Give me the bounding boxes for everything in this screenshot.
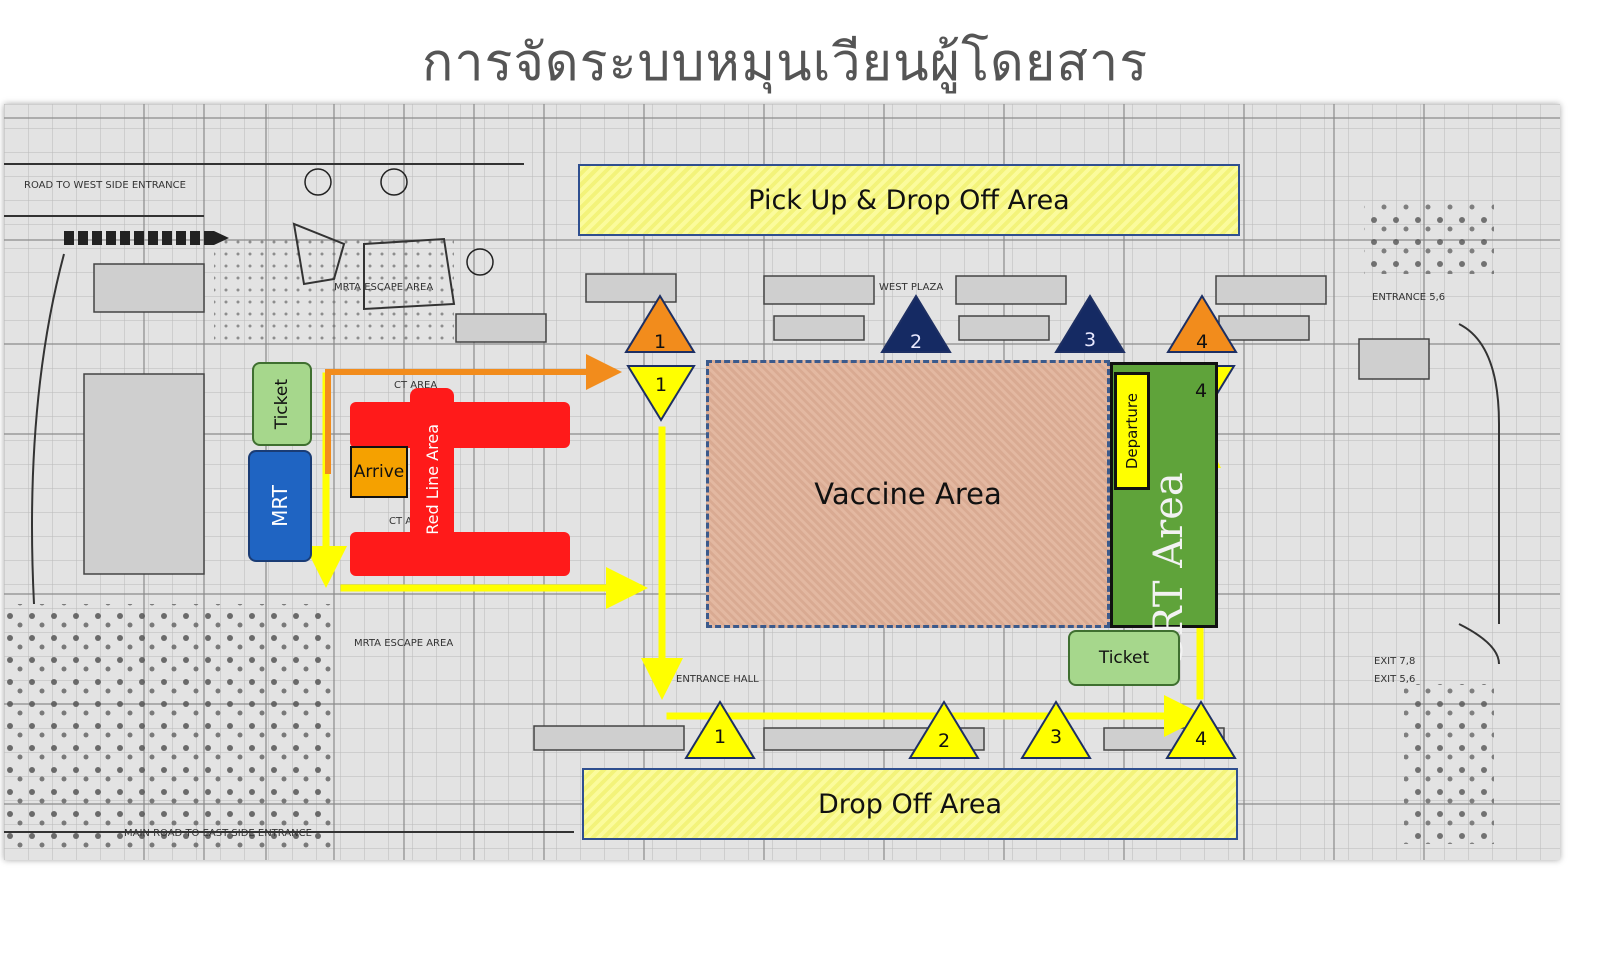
page-title: การจัดระบบหมุนเวียนผู้โดยสาร [421,33,1149,93]
marker-bottom-4: 4 [1194,728,1208,750]
top-orange-triangle-4 [1166,294,1238,353]
red-line-area-text: Red Line Area [422,423,442,535]
mrt-box: MRT [248,450,312,562]
triangle-markers [624,294,1238,759]
mrta-escape-top-text: MRTA ESCAPE AREA [334,282,433,293]
bottom-triangle-1 [684,700,756,759]
marker-top-2: 2 [909,331,923,353]
marker-bottom-1: 1 [713,726,727,748]
west-plaza-text: WEST PLAZA [879,282,943,293]
marker-bottom-3: 3 [1049,726,1063,748]
bottom-triangle-3 [1020,700,1092,759]
red-line-top-bar [350,402,570,448]
marker-top-3: 3 [1083,329,1097,351]
arrive-label: Arrive [350,446,408,498]
exit-56-text: EXIT 5,6 [1374,674,1415,685]
road-east-text: MAIN ROAD TO EAST SIDE ENTRANCE [124,828,312,839]
departure-label: Departure [1114,372,1150,490]
mrt-text: MRT [268,485,292,527]
bottom-triangle-2 [908,700,980,759]
mrta-escape-bottom-text: MRTA ESCAPE AREA [354,638,453,649]
red-line-bottom-bar [350,532,570,576]
departure-label-text: Departure [1123,392,1141,470]
ct-area-top-text: CT AREA [394,380,437,391]
road-west-text: ROAD TO WEST SIDE ENTRANCE [24,180,186,191]
marker-yellow-down-4: 4 [1194,380,1208,402]
yellow-down-triangle-1 [626,365,696,422]
marker-top-4: 4 [1195,331,1209,353]
pickup-dropoff-area: Pick Up & Drop Off Area [578,164,1240,236]
marker-bottom-2: 2 [937,730,951,752]
ticket-box-left: Ticket [252,362,312,446]
dropoff-area: Drop Off Area [582,768,1238,840]
exit-78-text: EXIT 7,8 [1374,656,1415,667]
marker-yellow-down-1: 1 [654,374,668,396]
entrance-56-text: ENTRANCE 5,6 [1372,292,1445,303]
ticket-box-right: Ticket [1068,630,1180,686]
red-line-stem [410,388,454,548]
entrance-hall-text: ENTRANCE HALL [676,674,759,685]
marker-top-1: 1 [653,331,667,353]
red-line-area-label: Red Line Area [410,404,454,554]
top-navy-triangle-3 [1054,294,1126,353]
ticket-left-text: Ticket [272,378,292,430]
vaccine-area: Vaccine Area [706,360,1110,628]
floor-plan: ROAD TO WEST SIDE ENTRANCE MAIN ROAD TO … [4,104,1560,860]
orange-flow-arrow [325,354,622,474]
top-orange-triangle-1 [624,294,696,353]
bottom-triangle-4 [1165,700,1237,759]
top-navy-triangle-2 [880,294,952,353]
